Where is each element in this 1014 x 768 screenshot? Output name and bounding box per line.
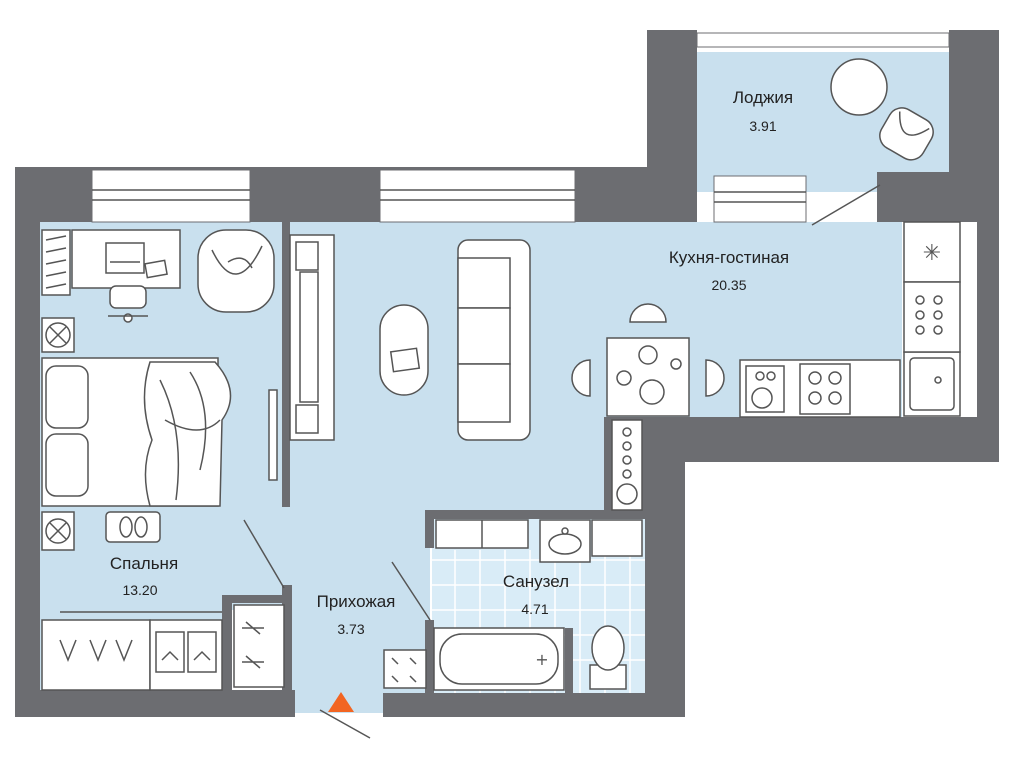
bedroom-wardrobe <box>41 611 223 691</box>
room-name-loggia: Лоджия <box>733 88 793 107</box>
triangle-up-icon <box>328 692 354 712</box>
room-name-hall: Прихожая <box>317 592 396 611</box>
hall-partition <box>282 585 292 690</box>
bottom-wall-left <box>15 690 295 717</box>
fridge <box>903 221 961 283</box>
blanket <box>143 361 232 507</box>
bedroom-door-swing <box>243 519 285 589</box>
snowflake-icon: ✳ <box>923 241 941 266</box>
loggia-chair <box>879 107 934 161</box>
room-name-bath: Санузел <box>503 572 569 591</box>
desk-chair <box>109 285 147 309</box>
slippers <box>105 511 161 543</box>
bath-shelf <box>591 519 643 557</box>
living-furniture: ✳ <box>289 221 961 511</box>
room-area-bath: 4.71 <box>521 601 548 617</box>
room-area-bedroom: 13.20 <box>122 582 157 598</box>
closet-wall-top <box>222 595 292 603</box>
bedroom-furniture <box>41 229 285 691</box>
room-area-loggia: 3.91 <box>749 118 776 134</box>
closet-wall <box>222 595 232 690</box>
laptop-icon <box>105 242 145 274</box>
right-wall-step <box>645 417 999 462</box>
bedroom-partition <box>282 222 290 507</box>
hall-furniture <box>233 561 431 739</box>
shoe-cabinet <box>233 604 285 688</box>
entrance-door-swing <box>319 709 371 739</box>
bed <box>41 357 232 507</box>
magazine <box>389 347 421 373</box>
loggia-table <box>830 58 888 116</box>
chair-top <box>629 303 667 323</box>
bath-wall-inner <box>565 628 573 693</box>
walls <box>15 30 999 717</box>
bath-wall-left <box>425 620 434 700</box>
room-name-kitchen: Кухня-гостиная <box>669 248 789 267</box>
tap-icon: + <box>535 650 548 669</box>
right-wall-upper <box>977 172 999 462</box>
sofa <box>457 239 531 441</box>
oven <box>903 281 961 353</box>
shoe-mat <box>383 649 427 689</box>
bath-wall-top <box>425 510 645 519</box>
notebook <box>144 259 168 279</box>
living-floor <box>282 417 612 517</box>
right-wall-lower <box>645 417 685 717</box>
loggia-wall-left <box>647 30 697 185</box>
bath-door-swing <box>391 561 431 621</box>
pillow-bottom <box>45 433 89 497</box>
room-name-bedroom: Спальня <box>110 554 178 573</box>
cooktop <box>799 363 851 415</box>
room-area-hall: 3.73 <box>337 621 364 637</box>
loggia-furniture <box>811 58 934 226</box>
living-window <box>379 169 576 223</box>
loggia-door-swing <box>811 184 881 226</box>
bathroom-fixtures: + <box>433 519 643 691</box>
windows <box>91 32 950 223</box>
bedroom-armchair <box>197 229 275 313</box>
left-wall <box>15 167 40 717</box>
pillow-top <box>45 365 89 429</box>
bedroom-window <box>91 169 251 223</box>
kitchen-window <box>713 175 807 223</box>
loggia-window <box>696 32 950 48</box>
bath-wall-left-top <box>425 510 434 548</box>
toilet <box>589 625 627 690</box>
bedroom-tv <box>268 389 278 481</box>
tv <box>299 271 319 403</box>
chair-left <box>571 359 591 397</box>
room-area-kitchen: 20.35 <box>711 277 746 293</box>
chair-right <box>705 359 725 397</box>
room-labels: Лоджия 3.91 Кухня-гостиная 20.35 Спальня… <box>110 88 793 637</box>
